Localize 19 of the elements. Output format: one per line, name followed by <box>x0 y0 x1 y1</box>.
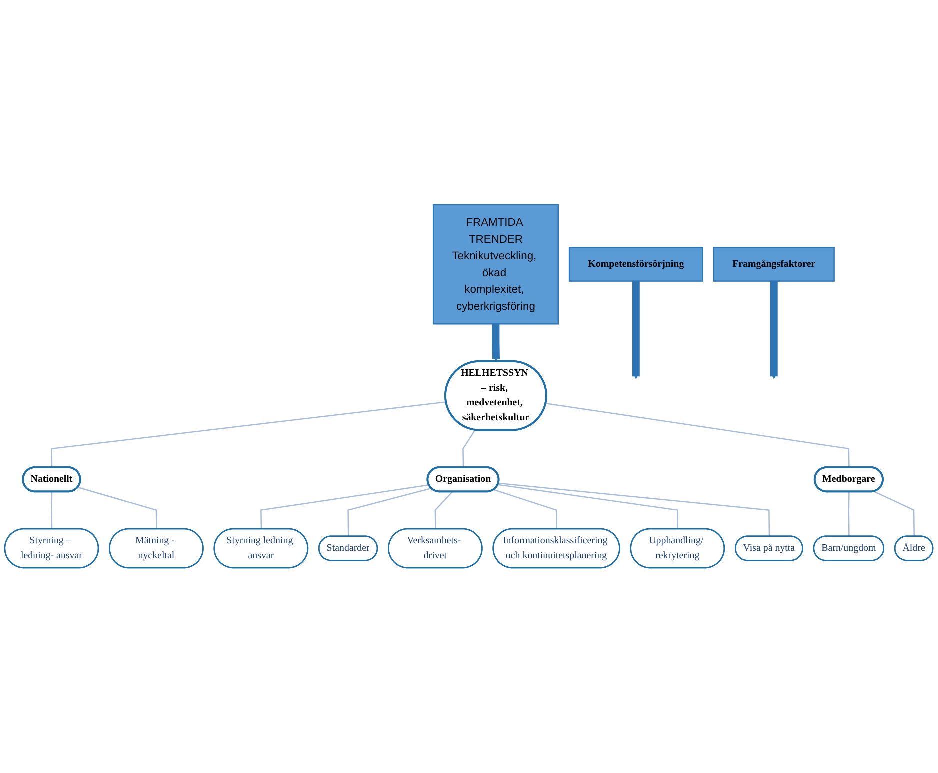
connector <box>546 402 850 468</box>
connector <box>498 482 770 537</box>
connector <box>498 484 679 530</box>
connector <box>51 492 53 530</box>
node-box: Framgångsfaktorer <box>713 247 835 282</box>
arrow <box>632 281 640 380</box>
node-box: FRAMTIDA TRENDER Teknikutveckling, ökad komplexitet, cyberkrigsföring <box>432 204 559 325</box>
connector <box>874 491 915 537</box>
node-box: Kompetensförsörjning <box>568 247 704 282</box>
connector <box>78 486 158 530</box>
connector <box>260 484 430 530</box>
connector <box>434 492 454 530</box>
connector <box>494 489 558 530</box>
connector <box>51 401 446 468</box>
arrow <box>492 324 500 362</box>
connector <box>462 430 476 468</box>
connector <box>348 488 432 537</box>
connector <box>848 492 850 537</box>
arrow <box>770 281 778 380</box>
